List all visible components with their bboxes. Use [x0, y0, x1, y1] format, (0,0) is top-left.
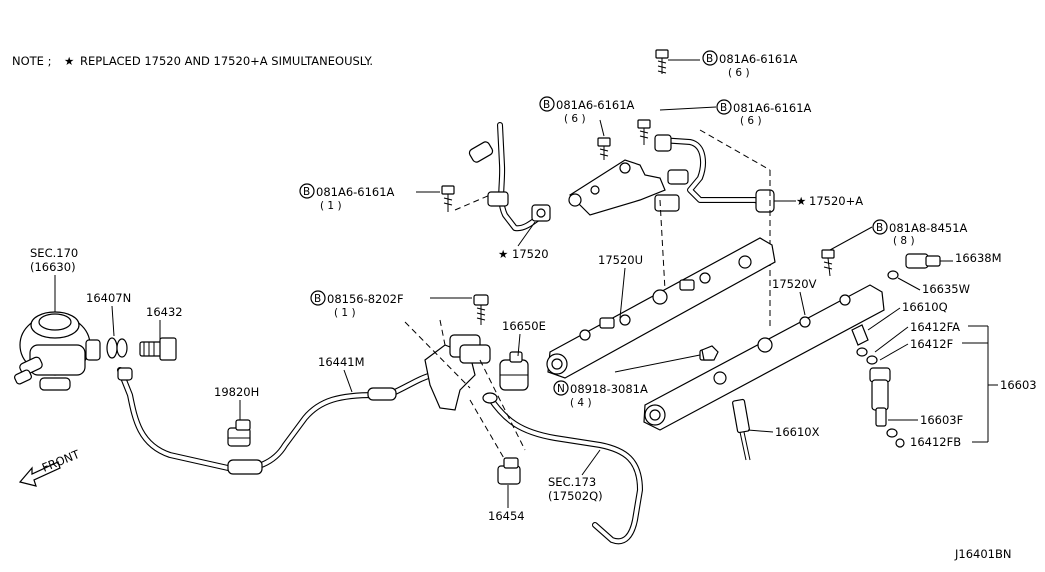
callout-bolt-bracket-code: 08156-8202F [327, 292, 404, 306]
label-16650E: 16650E [502, 319, 546, 333]
callout-bolt-injector-prefix: B [876, 222, 883, 234]
fitting-16432 [139, 337, 177, 361]
fuel-rail-17520V [643, 284, 885, 431]
callout-bolt-left: B 081A6-6161A ( 1 ) [299, 183, 395, 212]
label-16610Q: 16610Q [902, 300, 948, 314]
fuel-pipe-17520A [568, 134, 775, 216]
injector-assembly-16603 [856, 347, 905, 448]
callout-bolt-mid-left-code: 081A6-6161A [556, 98, 635, 112]
label-19820H: 19820H [214, 385, 259, 399]
callout-bolt-mid-right-code: 081A6-6161A [733, 101, 812, 115]
label-star-17520A: ★ [796, 194, 806, 208]
gasket-16407N [106, 337, 128, 359]
clip-16454 [497, 457, 521, 485]
label-sec170-sub: (16630) [30, 260, 76, 274]
callout-bolt-bracket-qty: ( 1 ) [334, 307, 356, 319]
callout-bolt-injector-code: 081A8-8451A [889, 221, 968, 235]
note-star: ★ [64, 54, 74, 68]
label-16412F: 16412F [910, 337, 953, 351]
clip-19820H [227, 419, 251, 447]
label-star-17520: ★ [498, 247, 508, 261]
callout-bolt-mid-right-prefix: B [720, 102, 727, 114]
injector-16610X [732, 398, 751, 461]
callout-bolt-mid-right-qty: ( 6 ) [740, 115, 762, 127]
label-sec173-sub: (17502Q) [548, 489, 603, 503]
callout-bolt-top-qty: ( 6 ) [728, 67, 750, 79]
label-17520U: 17520U [598, 253, 643, 267]
bolt-mid-right [637, 119, 651, 145]
label-16407N: 16407N [86, 291, 131, 305]
callout-bolt-left-code: 081A6-6161A [316, 185, 395, 199]
fuel-pipe-17520 [468, 122, 551, 232]
bolt-mid-left [597, 137, 611, 160]
callout-bolt-mid-left-qty: ( 6 ) [564, 113, 586, 125]
oring-16635W [887, 270, 899, 280]
label-sec173: SEC.173 [548, 475, 596, 489]
damper-16650E [499, 351, 529, 391]
callout-nut-code: 08918-3081A [570, 382, 648, 396]
sensor-16638M [905, 253, 941, 269]
callout-nut-qty: ( 4 ) [570, 397, 592, 409]
tube-sec173 [482, 392, 643, 545]
callout-bolt-mid-left: B 081A6-6161A ( 6 ) [539, 96, 635, 125]
label-16603: 16603 [1000, 378, 1037, 392]
diagram-code: J16401BN [954, 547, 1011, 561]
callout-bolt-bracket-prefix: B [314, 293, 321, 305]
callout-bolt-top: B 081A6-6161A ( 6 ) [702, 50, 798, 79]
label-16412FA: 16412FA [910, 320, 960, 334]
clip-16610Q [851, 324, 869, 346]
label-front: FRONT [40, 447, 83, 475]
bolt-injector [821, 249, 835, 277]
label-17520: 17520 [512, 247, 549, 261]
callout-bolt-top-code: 081A6-6161A [719, 52, 798, 66]
callout-bolt-top-prefix: B [706, 53, 713, 65]
label-16603F: 16603F [920, 413, 963, 427]
label-17520A: 17520+A [809, 194, 863, 208]
bracket [424, 294, 491, 411]
callout-bolt-left-qty: ( 1 ) [320, 200, 342, 212]
note-prefix: NOTE ; [12, 54, 51, 68]
nut-icon [701, 345, 719, 361]
callout-nut: N 08918-3081A ( 4 ) [553, 380, 648, 409]
callout-bolt-bracket: B 08156-8202F ( 1 ) [310, 290, 404, 319]
fuel-rail-17520U [546, 237, 776, 379]
callout-nut-prefix: N [557, 383, 565, 395]
label-16412FB: 16412FB [910, 435, 961, 449]
note-text: REPLACED 17520 AND 17520+A SIMULTANEOUSL… [80, 54, 373, 68]
bolt-left [441, 185, 455, 212]
callout-bolt-mid-left-prefix: B [543, 99, 550, 111]
high-pressure-pump [14, 311, 101, 391]
label-16635W: 16635W [922, 282, 970, 296]
bolt-top [655, 49, 669, 74]
feed-tube-16441M [117, 367, 435, 475]
label-16610X: 16610X [775, 425, 820, 439]
note: NOTE ; ★ REPLACED 17520 AND 17520+A SIMU… [12, 54, 373, 68]
callout-bolt-mid-right: B 081A6-6161A ( 6 ) [716, 99, 812, 127]
label-16454: 16454 [488, 509, 525, 523]
label-16441M: 16441M [318, 355, 365, 369]
label-sec170: SEC.170 [30, 246, 78, 260]
label-16638M: 16638M [955, 251, 1002, 265]
callout-bolt-injector-qty: ( 8 ) [893, 235, 915, 247]
callout-bolt-injector: B 081A8-8451A ( 8 ) [872, 219, 968, 247]
label-17520V: 17520V [772, 277, 817, 291]
front-arrow-icon [18, 461, 61, 487]
label-16432: 16432 [146, 305, 183, 319]
callout-bolt-left-prefix: B [303, 186, 310, 198]
